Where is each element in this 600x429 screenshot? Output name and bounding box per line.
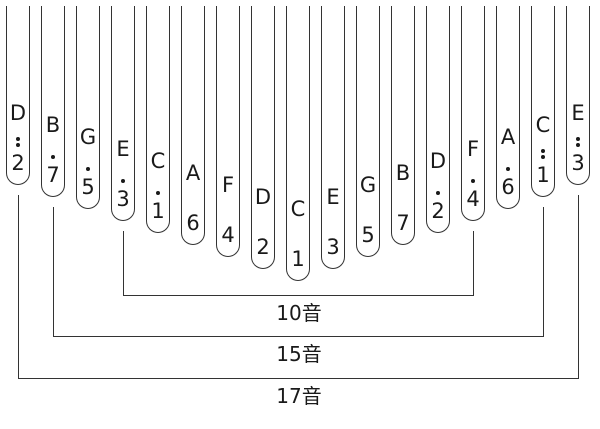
tine (531, 6, 555, 197)
tine (496, 6, 520, 209)
tine-note-letter: G (79, 125, 97, 149)
range-bracket-right (473, 231, 475, 295)
range-label: 10音 (276, 301, 322, 325)
tine (216, 6, 240, 257)
tine-note-letter: F (221, 173, 235, 197)
octave-dots (458, 179, 488, 185)
octave-dots (528, 149, 558, 161)
tine (286, 6, 310, 281)
tine-note-letter: D (254, 185, 272, 209)
tine-note-number: 4 (221, 223, 235, 247)
tine-note-letter: E (116, 137, 130, 161)
tine (461, 6, 485, 221)
octave-dot (16, 137, 20, 141)
range-bracket-right (543, 207, 545, 336)
tine-note-number: 6 (501, 175, 515, 199)
tine-note-number: 5 (81, 175, 95, 199)
octave-dot (541, 149, 545, 153)
octave-dot (471, 179, 475, 183)
octave-dot (541, 155, 545, 159)
octave-dot (51, 155, 55, 159)
tine-note-number: 1 (151, 199, 165, 223)
octave-dots (108, 179, 138, 185)
tine-note-number: 1 (536, 163, 550, 187)
tine (566, 6, 590, 185)
range-bracket-bottom (123, 295, 474, 297)
tine-note-letter: A (500, 125, 516, 149)
tine (391, 6, 415, 245)
octave-dots (38, 155, 68, 161)
range-label: 17音 (276, 384, 322, 408)
tine-note-letter: B (395, 161, 411, 185)
tine-note-letter: E (326, 185, 340, 209)
tine-note-number: 6 (186, 211, 200, 235)
octave-dot (156, 191, 160, 195)
tine-note-letter: A (185, 161, 201, 185)
octave-dot (506, 167, 510, 171)
tine-note-letter: C (535, 113, 551, 137)
tine (76, 6, 100, 209)
octave-dots (73, 167, 103, 173)
tine-note-letter: F (466, 137, 480, 161)
range-label: 15音 (276, 342, 322, 366)
tine-note-number: 5 (361, 223, 375, 247)
tine (146, 6, 170, 233)
octave-dot (86, 167, 90, 171)
tine-note-number: 3 (326, 235, 340, 259)
tine-note-number: 3 (571, 151, 585, 175)
octave-dots (563, 137, 593, 149)
range-bracket-left (18, 195, 20, 378)
tine (6, 6, 30, 185)
tine (41, 6, 65, 197)
octave-dots (3, 137, 33, 149)
octave-dot (576, 143, 580, 147)
range-bracket-bottom (18, 378, 579, 380)
range-bracket-right (578, 195, 580, 378)
tine-note-number: 7 (396, 211, 410, 235)
tine-note-letter: D (9, 101, 27, 125)
octave-dot (121, 179, 125, 183)
range-bracket-left (123, 231, 125, 295)
tine-note-number: 2 (256, 235, 270, 259)
tine-note-number: 1 (291, 247, 305, 271)
octave-dots (493, 167, 523, 173)
tine-note-letter: D (429, 149, 447, 173)
tine (181, 6, 205, 245)
tine (426, 6, 450, 233)
tine (251, 6, 275, 269)
tine (356, 6, 380, 257)
tine-note-number: 7 (46, 163, 60, 187)
tine-note-letter: G (359, 173, 377, 197)
tine (111, 6, 135, 221)
tine (321, 6, 345, 269)
octave-dots (143, 191, 173, 197)
tine-note-letter: C (150, 149, 166, 173)
tine-note-number: 2 (431, 199, 445, 223)
range-bracket-left (53, 207, 55, 336)
octave-dot (436, 191, 440, 195)
tine-note-number: 2 (11, 151, 25, 175)
tine-note-number: 3 (116, 187, 130, 211)
range-bracket-bottom (53, 336, 544, 338)
octave-dots (423, 191, 453, 197)
tine-note-letter: B (45, 113, 61, 137)
octave-dot (16, 143, 20, 147)
tine-note-number: 4 (466, 187, 480, 211)
octave-dot (576, 137, 580, 141)
tine-note-letter: C (290, 197, 306, 221)
tine-note-letter: E (571, 101, 585, 125)
